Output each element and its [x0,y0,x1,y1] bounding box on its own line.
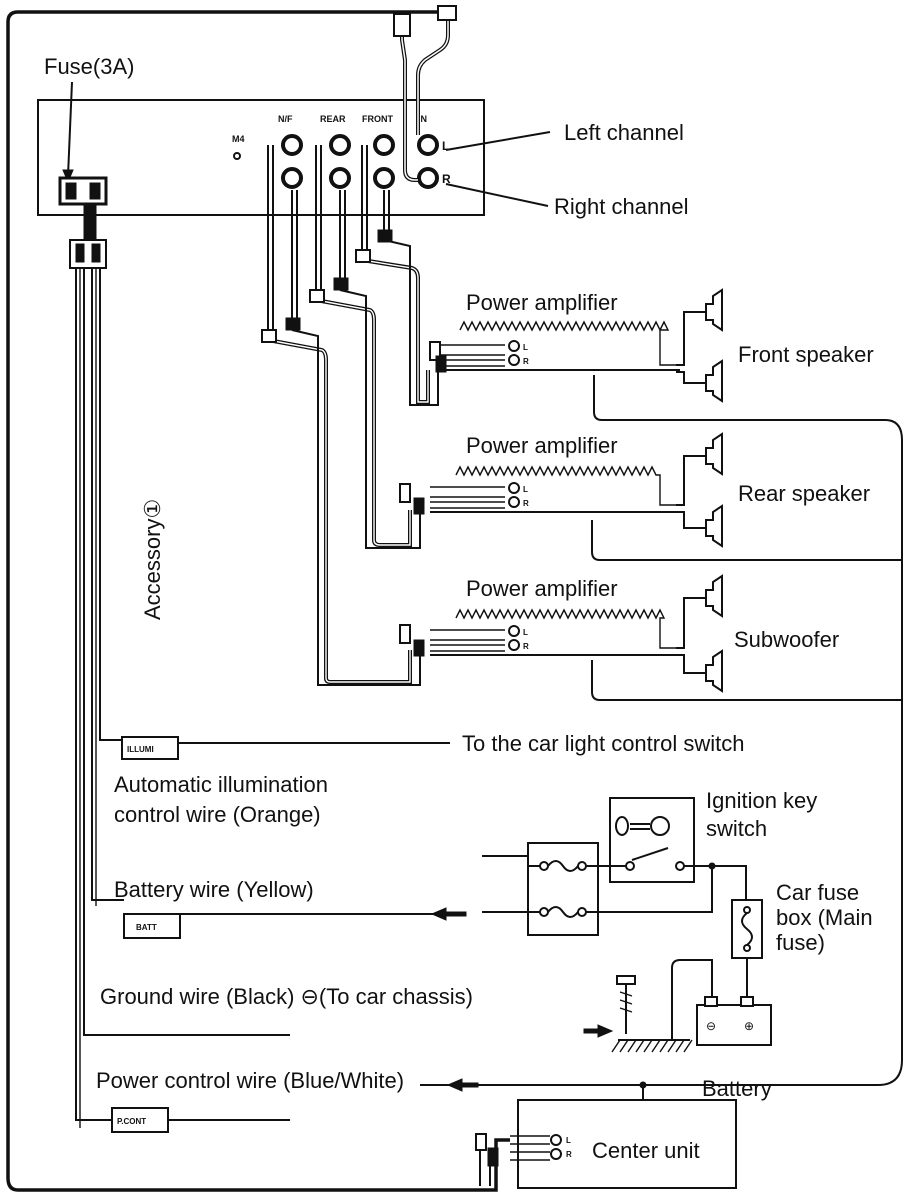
front-label: FRONT [362,114,393,124]
in-l-label: L [442,139,449,153]
fuse-box-label-1: Car fuse [776,880,859,905]
svg-text:L: L [566,1136,571,1145]
wire-harness [69,203,290,1128]
batt-text: BATT [136,923,157,932]
svg-text:R: R [566,1150,572,1159]
svg-text:L: L [523,343,528,352]
right-channel-label: Right channel [554,194,689,219]
power-control-label: Power control wire (Blue/White) [96,1068,404,1093]
batt-connector [123,913,181,939]
fuse-block [527,842,599,936]
illumi-connector [121,736,179,760]
battery-label: Battery [702,1076,772,1101]
fuse-leader-line [67,81,73,177]
light-switch-label: To the car light control switch [462,731,744,756]
amplifier-front: Power amplifier L R [429,290,680,373]
svg-text:L: L [523,485,528,494]
front-speaker-label: Front speaker [738,342,874,367]
amp-front-label: Power amplifier [466,290,618,315]
in-label: IN [418,114,427,124]
fuse-to-ignition [598,866,713,913]
amplifier-sub: Power amplifier L R [399,576,680,657]
nf-label: N/F [278,114,293,124]
ignition-label-2: switch [706,816,767,841]
outer-harness-loop [6,10,510,1192]
rca-jacks [281,134,439,189]
batt-arrow [430,907,447,921]
ignition-switch [609,797,716,883]
remote-bus [420,375,903,1086]
illum-label-2: control wire (Orange) [114,802,321,827]
svg-text:L: L [523,628,528,637]
rear-label: REAR [320,114,346,124]
amp-sub-label: Power amplifier [466,576,618,601]
in-r-label: R [442,172,451,186]
car-battery: ⊖ ⊕ [696,996,772,1046]
head-unit: Fuse(3A) M4 N/F REAR FRONT IN L R [37,54,485,216]
amplifier-rear: Power amplifier L R [399,433,680,515]
input-cables [393,5,457,182]
fuse-box-label-3: fuse) [776,930,825,955]
illum-label-1: Automatic illumination [114,772,328,797]
pcont-connector [111,1107,169,1133]
output-cables [261,145,439,686]
rear-speaker-label: Rear speaker [738,481,870,506]
center-unit-label: Center unit [592,1138,700,1163]
illumi-text: ILLUMI [127,745,154,754]
fuse-leader-arrow [62,169,74,184]
m4-label: M4 [232,134,245,144]
svg-text:R: R [523,642,529,651]
svg-text:R: R [523,357,529,366]
svg-text:⊕: ⊕ [744,1019,754,1033]
amp-rear-label: Power amplifier [466,433,618,458]
rear-speakers: Rear speaker [676,432,870,548]
center-unit: L R Center unit [475,1099,737,1189]
subwoofer-speakers: Subwoofer [676,574,839,693]
pcont-arrow [446,1078,463,1092]
ignition-label-1: Ignition key [706,788,817,813]
svg-text:R: R [523,499,529,508]
front-speakers: Front speaker [676,288,874,403]
ground-screw-head [616,975,636,985]
svg-text:⊖: ⊖ [706,1019,716,1033]
left-channel-label: Left channel [564,120,684,145]
fuse-element-left [65,182,77,200]
fuse-element-right [89,182,101,200]
car-fuse-box [731,899,763,959]
fuse-label: Fuse(3A) [44,54,134,79]
m4-point [233,152,241,160]
battery-wire-label: Battery wire (Yellow) [114,877,314,902]
fuse-box-label-2: box (Main [776,905,873,930]
left-channel-leader [445,131,551,151]
ground-wire-label: Ground wire (Black) ⊖(To car chassis) [100,984,473,1009]
right-channel-leader [445,183,549,207]
subwoofer-label: Subwoofer [734,627,839,652]
accessory-label: Accessory① [140,499,165,620]
pcont-text: P.CONT [117,1117,146,1126]
